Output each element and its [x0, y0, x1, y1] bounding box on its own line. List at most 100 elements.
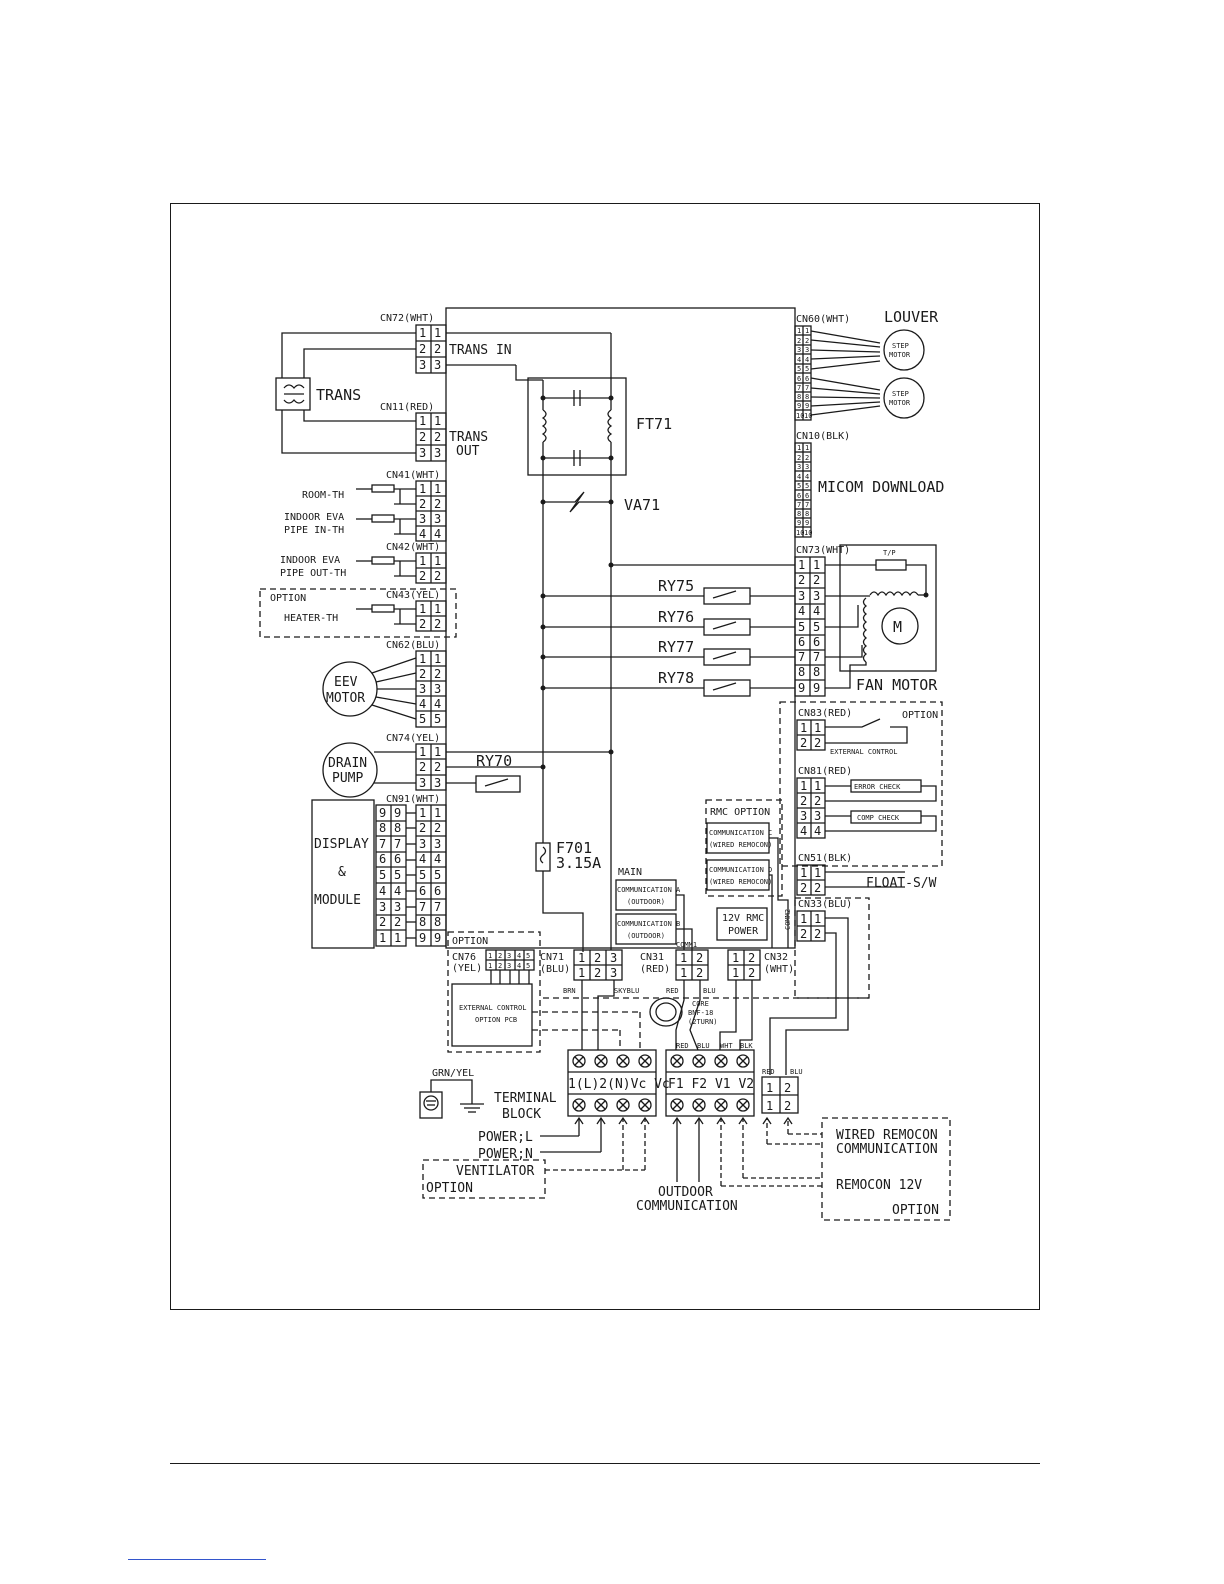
svg-text:9: 9	[797, 519, 801, 527]
svg-text:1: 1	[680, 966, 687, 980]
footer-link-underline[interactable]	[128, 1559, 266, 1560]
svg-text:2: 2	[419, 821, 426, 835]
option-heater-label: OPTION	[270, 593, 306, 604]
svg-text:9: 9	[394, 806, 401, 820]
option-cn76-label: OPTION	[452, 936, 488, 947]
ry77-label: RY77	[658, 638, 694, 656]
step-motor-2-b: MOTOR	[889, 399, 911, 407]
svg-text:1: 1	[805, 444, 809, 452]
svg-text:4: 4	[805, 356, 809, 364]
junction-dots	[540, 395, 929, 770]
rmc-power-box	[716, 907, 768, 941]
cn73-pins	[794, 556, 826, 697]
svg-text:2: 2	[434, 569, 441, 583]
display-label-3: MODULE	[314, 893, 361, 908]
comm-c-2: (WIRED REMOCON)	[709, 841, 772, 849]
svg-text:5: 5	[434, 712, 441, 726]
svg-text:9: 9	[419, 931, 426, 945]
ry70-relay	[475, 775, 521, 793]
drain-pump-wires	[374, 751, 611, 784]
ext-ctrl-pcb-box	[451, 983, 533, 1047]
svg-text:2: 2	[748, 951, 755, 965]
step-motor-1-b: MOTOR	[889, 351, 911, 359]
svg-text:1: 1	[814, 912, 821, 926]
varistor-va71	[543, 491, 611, 513]
comm-c-1: COMMUNICATION C	[709, 829, 772, 837]
cn33-label: CN33(BLU)	[798, 899, 852, 910]
svg-text:8: 8	[434, 915, 441, 929]
ry70-label: RY70	[476, 752, 512, 770]
svg-text:1: 1	[434, 482, 441, 496]
drain-pump-circle	[322, 742, 378, 798]
option-vent-label: OPTION	[426, 1181, 473, 1196]
svg-text:7: 7	[797, 501, 801, 509]
svg-text:1: 1	[814, 866, 821, 880]
svg-text:1: 1	[434, 806, 441, 820]
svg-text:6: 6	[394, 852, 401, 866]
ry78-label: RY78	[658, 669, 694, 687]
svg-text:1: 1	[379, 931, 386, 945]
svg-text:4: 4	[419, 527, 426, 541]
svg-text:3: 3	[434, 776, 441, 790]
svg-text:1: 1	[814, 721, 821, 735]
svg-text:1: 1	[419, 745, 426, 759]
indoor-eva-in-2: PIPE IN-TH	[284, 525, 344, 536]
svg-text:8: 8	[419, 915, 426, 929]
svg-text:2: 2	[797, 337, 801, 345]
svg-text:3: 3	[797, 346, 801, 354]
svg-text:2: 2	[797, 454, 801, 462]
svg-text:7: 7	[394, 837, 401, 851]
cn32-pins	[727, 949, 761, 981]
cn81-pins	[796, 777, 937, 839]
svg-text:10: 10	[796, 412, 804, 420]
svg-text:3: 3	[434, 837, 441, 851]
svg-text:6: 6	[813, 635, 820, 649]
cn76-pins	[485, 949, 535, 971]
svg-text:2: 2	[434, 430, 441, 444]
svg-text:8: 8	[813, 665, 820, 679]
svg-text:3: 3	[507, 952, 511, 960]
option-remocon-label: OPTION	[892, 1203, 939, 1218]
svg-text:2: 2	[434, 342, 441, 356]
terminal-label-2: BLOCK	[502, 1107, 541, 1122]
svg-text:3: 3	[434, 682, 441, 696]
svg-text:6: 6	[797, 492, 801, 500]
svg-text:1: 1	[434, 326, 441, 340]
remocon-option-box	[821, 1117, 951, 1221]
cn72-label: CN72(WHT)	[380, 313, 434, 324]
svg-text:3: 3	[798, 589, 805, 603]
svg-text:1: 1	[800, 912, 807, 926]
svg-text:5: 5	[805, 365, 809, 373]
cn76-option-box	[447, 931, 541, 1053]
svg-text:9: 9	[797, 402, 801, 410]
svg-text:3: 3	[394, 900, 401, 914]
ry75-label: RY75	[658, 577, 694, 595]
indoor-eva-out-2: PIPE OUT-TH	[280, 568, 346, 579]
ferrite-core	[649, 997, 683, 1027]
wht-label: WHT	[720, 1042, 733, 1050]
svg-text:1: 1	[578, 951, 585, 965]
svg-text:3: 3	[434, 512, 441, 526]
svg-text:4: 4	[797, 473, 801, 481]
svg-text:6: 6	[805, 375, 809, 383]
svg-text:1: 1	[419, 652, 426, 666]
cn42-pins	[415, 552, 447, 584]
svg-text:2: 2	[814, 736, 821, 750]
step-motor-2	[883, 377, 925, 419]
red-label-3: RED	[762, 1068, 775, 1076]
svg-text:2: 2	[813, 573, 820, 587]
cn41-pins	[415, 480, 447, 542]
ry76-label: RY76	[658, 608, 694, 626]
fan-motor-label: FAN MOTOR	[856, 676, 938, 694]
va71-label: VA71	[624, 496, 660, 514]
svg-text:4: 4	[800, 824, 807, 838]
svg-text:2: 2	[800, 927, 807, 941]
svg-text:9: 9	[379, 806, 386, 820]
terminal-block-3	[761, 1076, 799, 1114]
cn91-label: CN91(WHT)	[386, 794, 440, 805]
footer-rule	[170, 1463, 1040, 1464]
blu-label-2: BLU	[697, 1042, 710, 1050]
svg-text:2: 2	[800, 881, 807, 895]
red-label-1: RED	[666, 987, 679, 995]
svg-text:2: 2	[784, 1099, 791, 1113]
